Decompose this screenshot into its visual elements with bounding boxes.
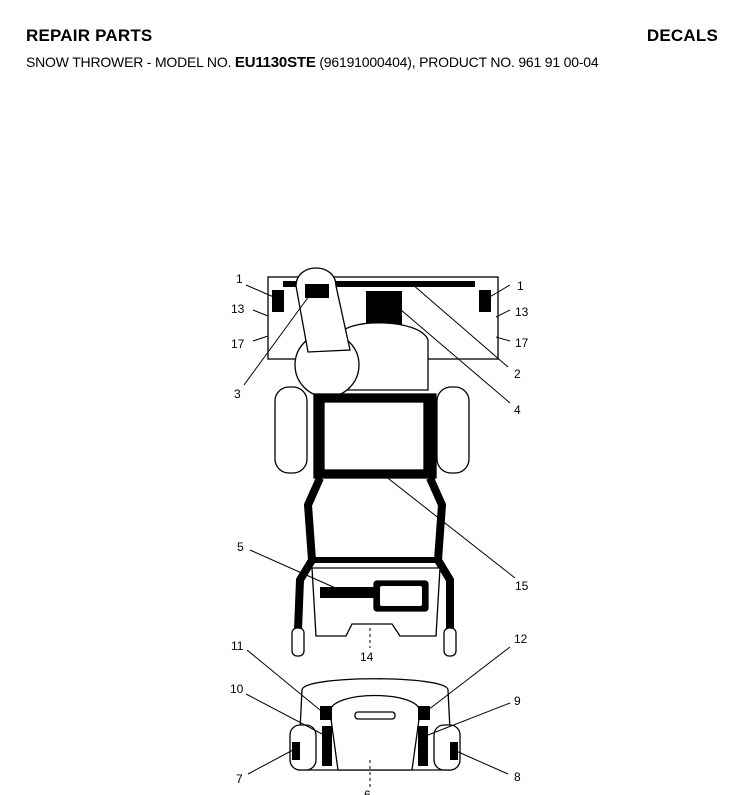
- decal-1-left: [272, 290, 284, 312]
- rear-handle: [354, 711, 396, 720]
- callout-6: 6: [364, 788, 371, 795]
- decal-4: [366, 291, 402, 325]
- decal-1-right: [479, 290, 491, 312]
- wheel-right: [436, 386, 470, 474]
- callout-4: 4: [514, 403, 521, 417]
- callout-1-right: 1: [517, 279, 524, 293]
- grip-left: [291, 627, 305, 657]
- callout-14: 14: [360, 650, 374, 664]
- decal-7: [292, 742, 300, 760]
- callout-7: 7: [236, 772, 243, 786]
- handle-left: [294, 476, 324, 631]
- page-title: REPAIR PARTS: [26, 26, 153, 45]
- callout-3: 3: [234, 387, 241, 401]
- header-row: REPAIR PARTS DECALS: [26, 26, 718, 48]
- decal-10: [322, 726, 332, 766]
- decal-5: [320, 587, 378, 598]
- model-number: EU1130STE: [234, 54, 316, 71]
- subtitle-prefix: SNOW THROWER - MODEL NO.: [26, 54, 235, 70]
- callout-17-left: 17: [231, 337, 245, 351]
- callout-8: 8: [514, 770, 521, 784]
- callout-10: 10: [230, 682, 244, 696]
- decal-3: [305, 284, 329, 298]
- callout-13-left: 13: [231, 302, 245, 316]
- decal-15: [323, 401, 425, 471]
- decal-2-strip: [283, 281, 475, 287]
- decal-9: [418, 726, 428, 766]
- wheel-left: [274, 386, 308, 474]
- callout-12: 12: [514, 632, 528, 646]
- callout-13-right: 13: [515, 305, 529, 319]
- handle-right: [426, 476, 454, 630]
- decal-12: [418, 706, 430, 720]
- subtitle-suffix: (96191000404), PRODUCT NO. 961 91 00-04: [315, 54, 599, 70]
- engine-dome: [339, 322, 429, 391]
- callout-15: 15: [515, 579, 529, 593]
- callout-1-left: 1: [236, 272, 243, 286]
- callout-17-right: 17: [515, 336, 529, 350]
- grip-right: [443, 627, 457, 657]
- callout-5: 5: [237, 540, 244, 554]
- decal-11: [320, 706, 332, 720]
- section-title: DECALS: [646, 26, 718, 45]
- callout-9: 9: [514, 694, 521, 708]
- callout-11: 11: [231, 639, 244, 653]
- rear-cover: [329, 694, 421, 771]
- callout-2: 2: [514, 367, 521, 381]
- decal-8: [450, 742, 458, 760]
- subtitle: SNOW THROWER - MODEL NO. EU1130STE (9619…: [26, 54, 718, 71]
- panel-window: [380, 586, 422, 606]
